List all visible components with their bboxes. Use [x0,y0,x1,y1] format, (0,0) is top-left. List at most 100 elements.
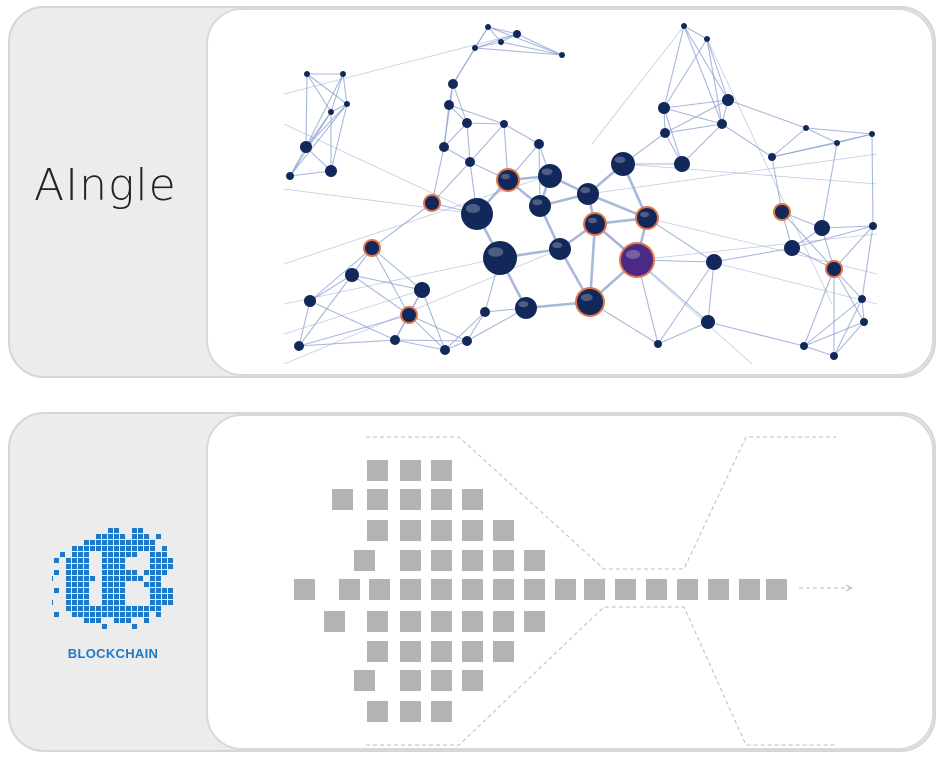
network-node [706,254,722,270]
logo-pixel [66,576,71,581]
network-edge [833,298,863,357]
aingle-logo: AIngle [34,160,177,211]
logo-pixel [108,576,113,581]
network-edge [466,122,471,163]
block-square [462,550,483,571]
logo-pixel [120,576,125,581]
logo-pixel [150,606,155,611]
logo-pixel [84,552,89,557]
logo-pixel [162,594,167,599]
network-node [611,152,635,176]
network-edge [657,321,709,345]
network-edge [443,122,468,148]
network-node [722,94,734,106]
logo-pixel [126,540,131,545]
logo-pixel [66,558,71,563]
block-square [339,579,360,600]
network-node [440,345,450,355]
block-square [400,701,421,722]
logo-pixel [150,570,155,575]
block-square [354,670,375,691]
logo-pixel [138,612,143,617]
logo-pixel [54,588,59,593]
logo-pixel [102,576,107,581]
network-edge [283,188,478,215]
logo-pixel [132,624,137,629]
logo-pixel [120,606,125,611]
network-edge [707,261,715,323]
block-square [332,489,353,510]
logo-pixel [126,606,131,611]
network-node-shine [580,293,593,302]
network-node [803,125,809,131]
network-edge [474,47,563,56]
network-edge [283,289,423,335]
logo-pixel [78,552,83,557]
logo-pixel [72,546,77,551]
block-funnel-panel [206,414,934,750]
network-node-shine [465,203,481,213]
network-edge [421,289,446,351]
block-squares [294,460,787,722]
block-square [708,579,729,600]
logo-pixel [102,588,107,593]
logo-pixel [114,540,119,545]
network-node [390,335,400,345]
logo-pixel [72,588,77,593]
network-edge [330,73,344,113]
logo-pixel [138,606,143,611]
arrow-head [845,584,854,592]
network-node [286,172,294,180]
network-node [304,295,316,307]
network-node [704,36,710,42]
logo-pixel [78,588,83,593]
logo-pixel [156,570,161,575]
network-edge [452,26,489,85]
logo-pixel [66,606,71,611]
network-node [325,165,337,177]
network-node-shine [532,199,543,206]
network-edge [663,38,708,109]
block-square [431,579,452,600]
logo-pixel [156,564,161,569]
logo-pixel [168,558,173,563]
logo-pixel [114,576,119,581]
logo-pixel [66,600,71,605]
block-square [493,611,514,632]
network-edge [330,103,348,172]
network-node [621,244,653,276]
network-node [480,307,490,317]
network-node-shine [640,211,649,218]
network-edge [711,261,878,305]
network-node [340,71,346,77]
block-square [400,670,421,691]
block-square [524,550,545,571]
logo-pixel [72,600,77,605]
aingle-card: AIngle [8,6,936,378]
logo-pixel [126,612,131,617]
network-node [448,79,458,89]
logo-pixel [114,588,119,593]
logo-pixel [102,540,107,545]
logo-pixel [144,606,149,611]
block-square [462,641,483,662]
logo-pixel [114,570,119,575]
network-edge [803,268,835,347]
logo-pixel [162,588,167,593]
network-edge [706,38,723,125]
block-square [367,701,388,722]
network-edge [683,25,708,40]
network-node [345,268,359,282]
network-edge [487,26,518,35]
network-node [483,241,517,275]
logo-pixel [132,552,137,557]
logo-pixel [138,576,143,581]
network-node [658,102,670,114]
network-edge [448,104,505,125]
network-edge [443,83,454,148]
logo-pixel [102,606,107,611]
network-node [784,240,800,256]
network-node [858,295,866,303]
logo-pixel [132,528,137,533]
network-node [498,170,518,190]
